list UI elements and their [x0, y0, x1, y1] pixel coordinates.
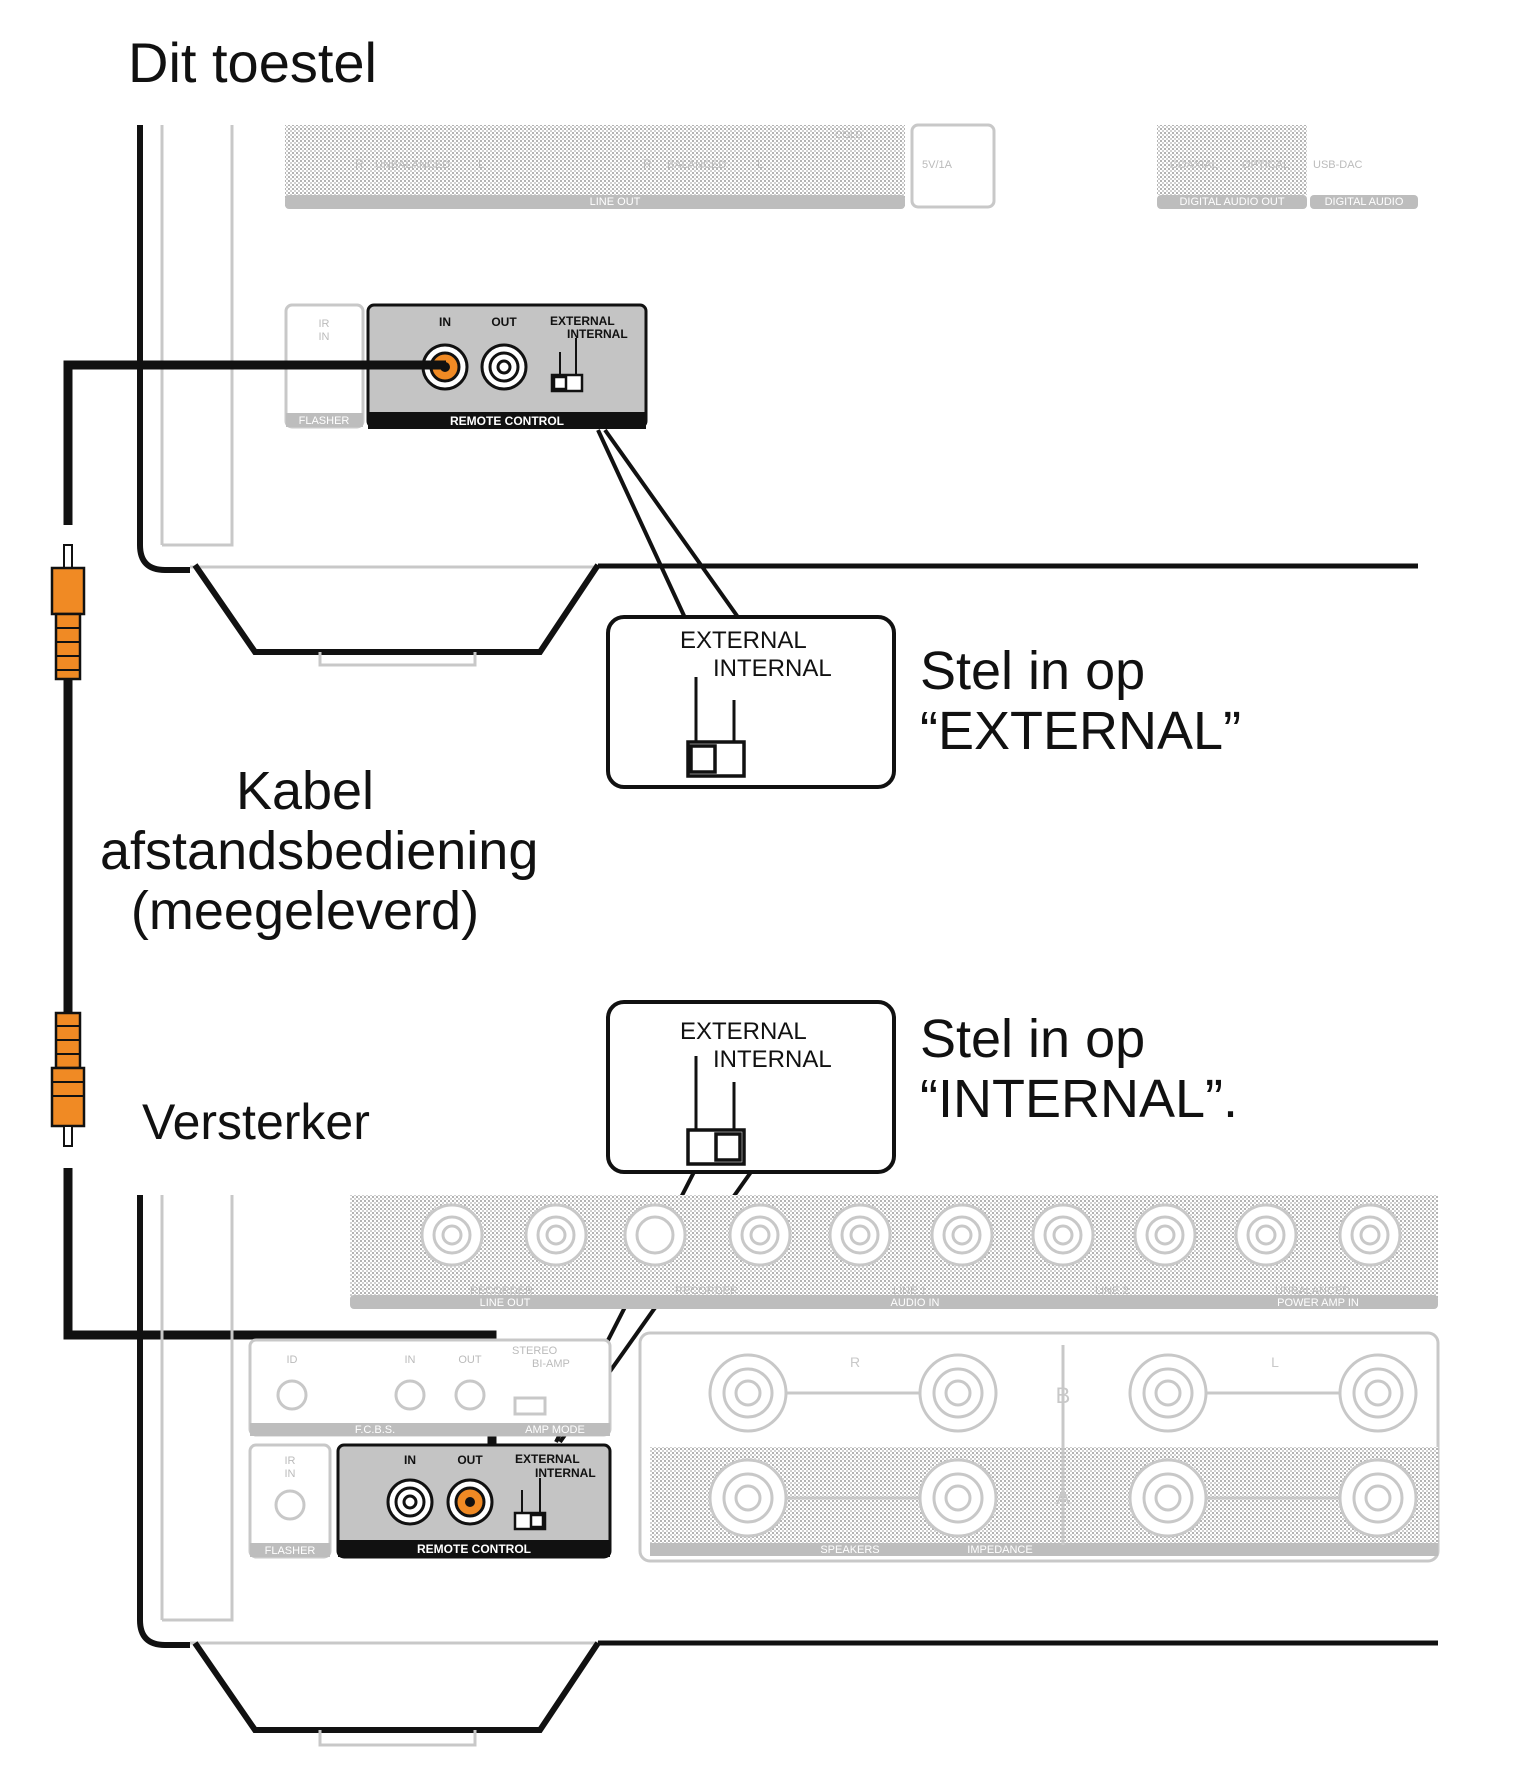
callout-external-ext-label: EXTERNAL	[680, 627, 807, 654]
bottom-remote-internal-label: INTERNAL	[535, 1466, 596, 1480]
bottom-power-amp-in-label: POWER AMP IN	[1277, 1297, 1359, 1309]
top-digital-audio-bar	[1310, 195, 1418, 209]
set-internal-line-2: “INTERNAL”.	[920, 1069, 1239, 1129]
top-digital-audio-label: DIGITAL AUDIO	[1325, 196, 1404, 208]
bottom-amp-mode-label: AMP MODE	[525, 1424, 585, 1436]
top-cold-label: COLD	[835, 130, 863, 141]
top-digital-out-bar	[1157, 195, 1307, 209]
callout-internal-switch-knob	[714, 1132, 742, 1162]
bottom-remote-in-label: IN	[404, 1453, 416, 1467]
amplifier-title: Versterker	[142, 1094, 370, 1150]
top-optical-label: OPTICAL	[1242, 159, 1289, 171]
top-remote-internal-label: INTERNAL	[567, 327, 628, 341]
top-balanced-label: BALANCED	[667, 159, 726, 171]
bottom-device-side-panel	[162, 1195, 234, 1622]
bottom-stereo-label: STEREO	[512, 1345, 558, 1357]
top-remote-title-bar	[368, 412, 646, 429]
callout-external-int-label: INTERNAL	[713, 655, 832, 682]
top-digital-out-panel	[1157, 125, 1307, 195]
bottom-remote-control-panel: REMOTE CONTROL IN OUT EXTERNAL INTERNAL	[336, 1443, 612, 1559]
bottom-rca-jacks	[420, 1203, 1402, 1267]
bottom-recorder-label-2: RECORDER	[675, 1285, 738, 1297]
bottom-speakers-panel: SPEAKERS IMPEDANCE B A R L	[638, 1331, 1440, 1563]
bottom-audio-in-label: AUDIO IN	[891, 1297, 940, 1309]
bottom-unbalanced-label: UNBALANCED	[1275, 1285, 1350, 1297]
callout-external: EXTERNAL INTERNAL	[606, 615, 896, 789]
bottom-id-label: ID	[287, 1354, 298, 1366]
top-device: LINE OUT R UNBALANCED L R BALANCED L COL…	[137, 123, 1418, 667]
top-remote-switch-knob	[552, 375, 568, 391]
bottom-recorder-label-1: RECORDER	[470, 1285, 533, 1297]
top-ir-label: IR	[319, 318, 330, 330]
bottom-line-out-label: LINE OUT	[480, 1297, 531, 1309]
top-unbalanced-label: UNBALANCED	[375, 159, 450, 171]
cable-label-line-1: Kabel	[235, 761, 375, 821]
bottom-fcbs-out-label: OUT	[458, 1354, 482, 1366]
this-device-title: Dit toestel	[128, 31, 377, 94]
bottom-fcbs-label: F.C.B.S.	[355, 1424, 395, 1436]
bottom-bi-amp-label: BI-AMP	[532, 1358, 570, 1370]
top-ir-in-label: IN	[319, 331, 330, 343]
bottom-ir-label: IR	[285, 1455, 296, 1467]
bottom-speaker-r-label: R	[850, 1354, 860, 1370]
bottom-speaker-l-label: L	[1271, 1354, 1279, 1370]
bottom-speakers-label: SPEAKERS	[820, 1544, 879, 1556]
cable-top-segment	[63, 360, 446, 525]
bottom-flasher-label: FLASHER	[265, 1545, 316, 1557]
bottom-line2-label: LINE 2	[1095, 1285, 1129, 1297]
callout-internal: EXTERNAL INTERNAL	[554, 1000, 896, 1444]
bottom-device-foot-pad	[318, 1730, 477, 1747]
top-flasher-bar	[286, 413, 363, 427]
bottom-device-foot	[192, 1641, 601, 1733]
set-internal-line-1: Stel in op	[920, 1009, 1146, 1069]
top-callout-pointer-1	[596, 429, 688, 621]
top-remote-in-label: IN	[439, 315, 451, 329]
callout-internal-ext-label: EXTERNAL	[680, 1018, 807, 1045]
callout-external-switch-knob	[689, 744, 717, 774]
cable-label-line-2: afstandsbediening	[100, 821, 539, 881]
callout-internal-int-label: INTERNAL	[713, 1046, 832, 1073]
bottom-remote-title: REMOTE CONTROL	[417, 1542, 531, 1556]
top-coaxial-label: COAXIAL	[1170, 159, 1218, 171]
bottom-line1-label: LINE 1	[893, 1285, 927, 1297]
top-callout-pointer-2	[603, 428, 742, 622]
top-device-foot	[192, 563, 601, 655]
bottom-remote-external-label: EXTERNAL	[515, 1452, 580, 1466]
bottom-device-body-outline	[137, 1195, 190, 1648]
top-remote-out-label: OUT	[491, 315, 517, 329]
top-l2-label: L	[757, 157, 764, 171]
top-remote-external-label: EXTERNAL	[550, 314, 615, 328]
top-remote-control-panel: REMOTE CONTROL IN OUT EXTERNAL INTERNAL	[366, 303, 648, 429]
top-usb-power-panel	[910, 123, 996, 209]
top-usb-dac-label: USB-DAC	[1313, 159, 1363, 171]
set-external-line-1: Stel in op	[920, 641, 1146, 701]
top-digital-out-label: DIGITAL AUDIO OUT	[1179, 196, 1284, 208]
top-device-body-outline	[137, 125, 190, 573]
top-flasher-label: FLASHER	[299, 415, 350, 427]
bottom-remote-out-label: OUT	[457, 1453, 483, 1467]
bottom-rca-bar	[350, 1295, 1438, 1309]
cable-label-line-3: (meegeleverd)	[130, 881, 480, 941]
bottom-ir-in-label: IN	[285, 1468, 296, 1480]
top-line-out-bar	[285, 195, 905, 209]
top-l-label: L	[478, 157, 485, 171]
bottom-remote-switch-knob	[529, 1513, 545, 1529]
bottom-device: LINE OUT AUDIO IN POWER AMP IN RECORDER …	[137, 1195, 1440, 1747]
bottom-impedance-label: IMPEDANCE	[967, 1544, 1032, 1556]
set-external-line-2: “EXTERNAL”	[920, 701, 1242, 761]
top-line-out-panel	[285, 125, 905, 207]
top-device-side-panel	[162, 125, 234, 547]
top-usb-power-label: 5V/1A	[922, 159, 953, 171]
top-r-label: R	[355, 157, 364, 171]
top-remote-title: REMOTE CONTROL	[450, 414, 564, 428]
cable-top-plug	[50, 566, 86, 616]
bottom-remote-title-bar	[338, 1540, 610, 1557]
top-device-foot-pad	[318, 652, 477, 667]
bottom-fcbs-in-label: IN	[405, 1354, 416, 1366]
top-r2-label: R	[643, 157, 652, 171]
top-line-out-label: LINE OUT	[590, 196, 641, 208]
